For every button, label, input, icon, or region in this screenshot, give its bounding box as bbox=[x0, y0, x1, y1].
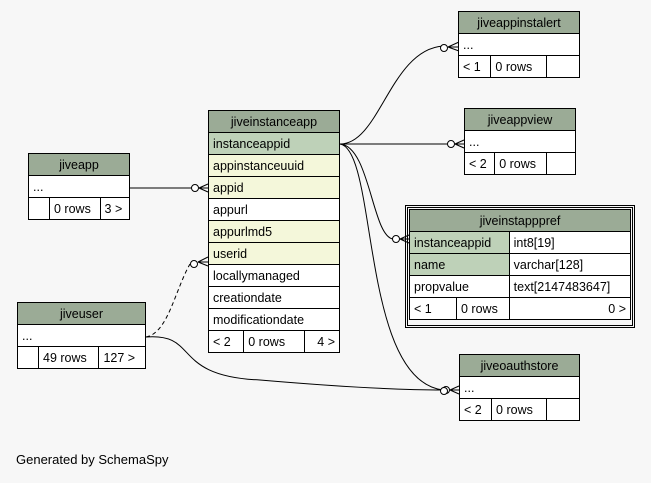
parents-count bbox=[28, 197, 50, 220]
table-jiveinstanceapp[interactable]: jiveinstanceapp instanceappid appinstanc… bbox=[207, 110, 341, 353]
many-marker bbox=[197, 256, 209, 267]
row-count: 0 rows bbox=[456, 297, 510, 320]
row-count: 0 rows bbox=[494, 152, 547, 175]
column-type: int8[19] bbox=[508, 231, 632, 254]
optional-marker bbox=[447, 140, 455, 148]
table-title: jiveappinstalert bbox=[458, 11, 580, 34]
table-columns-placeholder: ... bbox=[464, 130, 576, 153]
parents-count: < 2 bbox=[207, 330, 245, 353]
parents-count: < 1 bbox=[409, 297, 457, 320]
row-count: 0 rows bbox=[49, 197, 101, 220]
column-appid: appid bbox=[208, 176, 340, 199]
table-columns-placeholder: ... bbox=[17, 324, 146, 347]
column-type: text[2147483647] bbox=[508, 275, 632, 298]
parents-count bbox=[17, 346, 39, 369]
table-title: jiveoauthstore bbox=[459, 354, 580, 377]
column-creationdate: creationdate bbox=[208, 286, 340, 309]
optional-marker bbox=[191, 184, 199, 192]
row-count: 49 rows bbox=[37, 346, 100, 369]
column-instanceappid: instanceappid bbox=[409, 231, 510, 254]
column-name: name bbox=[409, 253, 510, 276]
table-jiveappinstalert[interactable]: jiveappinstalert ... < 1 0 rows bbox=[457, 11, 580, 78]
column-locallymanaged: locallymanaged bbox=[208, 264, 340, 287]
many-marker bbox=[449, 385, 460, 395]
column-instanceappid: instanceappid bbox=[208, 132, 340, 155]
edge-instanceappid-oauthstore bbox=[339, 143, 444, 391]
children-count: 4 > bbox=[303, 330, 341, 353]
row-count: 0 rows bbox=[491, 398, 547, 421]
table-jiveapp[interactable]: jiveapp ... 0 rows 3 > bbox=[28, 153, 131, 220]
children-count bbox=[546, 55, 580, 78]
parents-count: < 1 bbox=[457, 55, 492, 78]
column-userid: userid bbox=[208, 242, 340, 265]
optional-marker bbox=[392, 235, 400, 243]
table-columns-placeholder: ... bbox=[459, 376, 580, 399]
table-title: jiveinstanceapp bbox=[208, 110, 340, 133]
children-count bbox=[546, 398, 580, 421]
column-appurl: appurl bbox=[208, 198, 340, 221]
table-jiveappview[interactable]: jiveappview ... < 2 0 rows bbox=[463, 108, 576, 175]
edge-jiveuser-userid bbox=[145, 263, 191, 338]
table-jiveoauthstore[interactable]: jiveoauthstore ... < 2 0 rows bbox=[458, 354, 580, 421]
table-columns-placeholder: ... bbox=[458, 33, 580, 56]
table-jiveinstapppref-frame: jiveinstapppref instanceappid int8[19] n… bbox=[405, 205, 635, 328]
children-count bbox=[546, 152, 576, 175]
column-appinstanceuuid: appinstanceuuid bbox=[208, 154, 340, 177]
column-appurlmd5: appurlmd5 bbox=[208, 220, 340, 243]
optional-marker bbox=[440, 44, 448, 52]
edge-jiveuser-oauthstore bbox=[145, 336, 444, 391]
many-marker bbox=[198, 183, 209, 193]
table-jiveuser[interactable]: jiveuser ... 49 rows 127 > bbox=[17, 302, 146, 369]
optional-marker bbox=[440, 387, 448, 395]
table-title: jiveuser bbox=[17, 302, 146, 325]
table-title: jiveinstapppref bbox=[409, 209, 631, 232]
column-type: varchar[128] bbox=[508, 253, 632, 276]
edge-instanceappid-instapppref bbox=[339, 143, 394, 240]
column-modificationdate: modificationdate bbox=[208, 308, 340, 331]
table-title: jiveapp bbox=[28, 153, 130, 176]
children-count: 127 > bbox=[98, 346, 146, 369]
column-propvalue: propvalue bbox=[409, 275, 510, 298]
children-count: 0 > bbox=[508, 297, 632, 320]
row-count: 0 rows bbox=[490, 55, 547, 78]
many-marker bbox=[447, 41, 460, 52]
many-marker bbox=[454, 139, 465, 149]
edge-instanceappid-appinstalert bbox=[339, 45, 444, 145]
table-title: jiveappview bbox=[464, 108, 576, 131]
generator-credit: Generated by SchemaSpy bbox=[16, 452, 169, 467]
row-count: 0 rows bbox=[243, 330, 305, 353]
parents-count: < 2 bbox=[458, 398, 493, 421]
optional-marker bbox=[190, 260, 198, 268]
table-columns-placeholder: ... bbox=[28, 175, 130, 198]
children-count: 3 > bbox=[99, 197, 131, 220]
table-jiveinstapppref[interactable]: jiveinstapppref instanceappid int8[19] n… bbox=[409, 209, 632, 320]
parents-count: < 2 bbox=[463, 152, 496, 175]
